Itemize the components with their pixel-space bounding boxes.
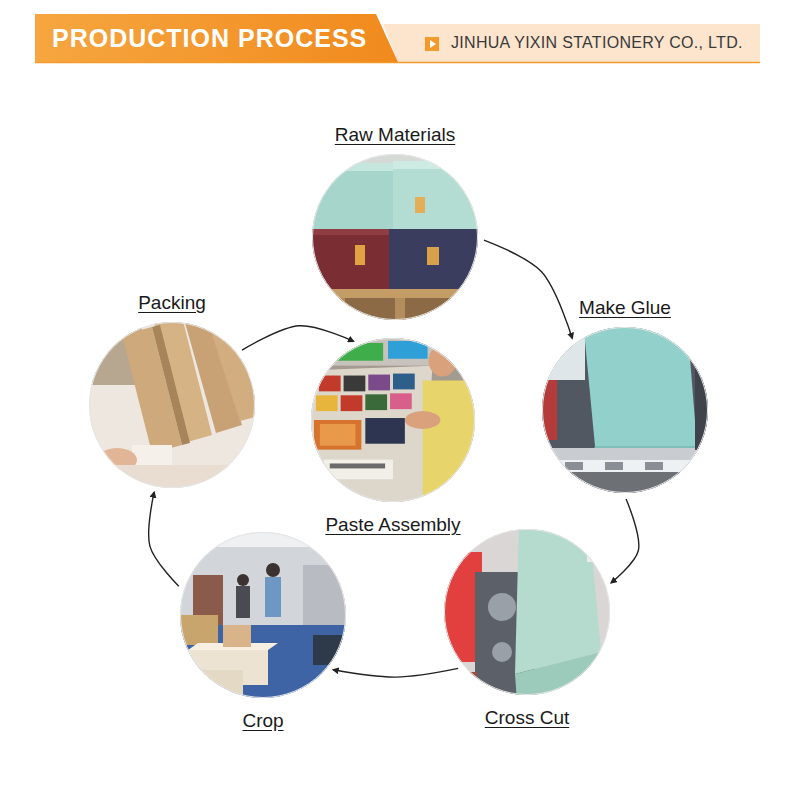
process-step: Crop	[153, 532, 373, 734]
photo-clip	[304, 331, 482, 509]
play-icon	[425, 37, 439, 51]
step-label: Make Glue	[515, 295, 735, 321]
photo-circle	[89, 322, 255, 488]
photo-clip	[173, 525, 353, 705]
flow-arrow	[149, 492, 179, 586]
step-label: Paste Assembly	[283, 512, 503, 538]
photo-circle	[311, 338, 475, 502]
process-step: Make Glue	[515, 295, 735, 493]
process-step: Cross Cut	[417, 529, 637, 731]
photo-clip	[305, 147, 485, 328]
header-tab	[35, 14, 398, 62]
photo	[173, 525, 353, 705]
circle-outline	[313, 155, 478, 320]
photo-clip	[82, 315, 262, 495]
flow-arrow	[242, 326, 354, 350]
photo-circle	[444, 529, 610, 695]
photo	[305, 147, 485, 328]
photo-clip	[535, 320, 715, 502]
circle-outline	[543, 328, 708, 493]
circle-outline	[181, 533, 346, 698]
step-label: Raw Materials	[285, 122, 505, 148]
photo	[535, 320, 715, 502]
flow-arrow	[333, 668, 458, 677]
play-triangle	[430, 40, 436, 48]
photo-circle	[542, 327, 708, 493]
circle-outline	[445, 530, 610, 695]
circle-outline	[312, 339, 475, 502]
photo-clip	[437, 522, 617, 702]
photo-circle	[312, 154, 478, 320]
step-label: Crop	[153, 708, 373, 734]
header-title: PRODUCTION PROCESS	[52, 24, 367, 53]
circle-outline	[90, 323, 255, 488]
header-strip	[383, 24, 760, 62]
photo	[82, 315, 262, 495]
photo	[304, 331, 482, 509]
photo-circle	[180, 532, 346, 698]
flow-arrow	[484, 240, 572, 338]
photo	[437, 522, 617, 702]
step-label: Packing	[62, 290, 282, 316]
company-name: JINHUA YIXIN STATIONERY CO., LTD.	[451, 34, 743, 52]
flow-arrow	[611, 499, 639, 583]
process-step: Paste Assembly	[283, 338, 503, 538]
process-step: Raw Materials	[285, 122, 505, 320]
step-label: Cross Cut	[417, 705, 637, 731]
process-step: Packing	[62, 290, 282, 488]
